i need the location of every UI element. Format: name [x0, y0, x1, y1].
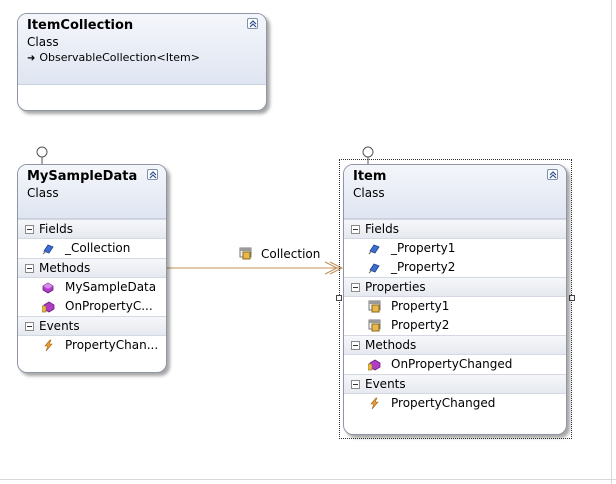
section-methods[interactable]: Methods — [344, 335, 566, 355]
collapse-button[interactable] — [247, 18, 258, 29]
my-sample-data-class-shape[interactable]: MySampleData Class Fields _Collection Me… — [17, 164, 167, 373]
class-header: ItemCollection Class ➜ObservableCollecti… — [18, 14, 266, 85]
section-label: Fields — [39, 222, 73, 236]
minus-icon[interactable] — [351, 283, 360, 292]
section-label: Properties — [365, 280, 426, 294]
item-class-shape[interactable]: Item Class Fields _Property1 _Property2 … — [343, 164, 567, 435]
inheritance-arrow-icon: ➜ — [27, 53, 36, 64]
property-icon — [239, 247, 252, 260]
section-label: Methods — [365, 338, 417, 352]
member-name: MySampleData — [65, 280, 157, 294]
property-member[interactable]: Property2 — [344, 316, 566, 335]
method-icon — [368, 359, 381, 371]
minus-icon[interactable] — [351, 225, 360, 234]
collapse-button[interactable] — [147, 169, 158, 180]
section-label: Events — [39, 319, 80, 333]
chevron-double-up-icon — [149, 171, 157, 179]
section-events[interactable]: Events — [344, 374, 566, 394]
event-icon — [370, 397, 379, 410]
chevron-double-up-icon — [549, 171, 557, 179]
member-name: _Collection — [65, 241, 131, 255]
method-icon — [42, 282, 54, 294]
event-member[interactable]: PropertyChan... — [18, 336, 166, 355]
method-member[interactable]: OnPropertyChanged — [344, 355, 566, 374]
section-label: Fields — [365, 222, 399, 236]
field-icon — [42, 244, 54, 255]
collapse-button[interactable] — [547, 169, 558, 180]
member-name: _Property1 — [391, 241, 456, 255]
frame-border-bottom — [0, 479, 616, 480]
class-stereotype: Class — [27, 186, 59, 200]
section-properties[interactable]: Properties — [344, 277, 566, 297]
chevron-double-up-icon — [249, 20, 257, 28]
minus-icon[interactable] — [351, 341, 360, 350]
section-fields[interactable]: Fields — [18, 219, 166, 239]
association-label[interactable]: Collection — [239, 246, 320, 262]
member-name: PropertyChan... — [65, 338, 159, 352]
member-name: Property1 — [391, 299, 450, 313]
item-collection-class-shape[interactable]: ItemCollection Class ➜ObservableCollecti… — [17, 13, 267, 111]
minus-icon[interactable] — [25, 322, 34, 331]
member-name: PropertyChanged — [391, 396, 496, 410]
base-type-name: ObservableCollection<Item> — [39, 51, 200, 64]
minus-icon[interactable] — [25, 225, 34, 234]
property-member[interactable]: Property1 — [344, 297, 566, 316]
section-methods[interactable]: Methods — [18, 258, 166, 278]
section-events[interactable]: Events — [18, 316, 166, 336]
member-name: OnPropertyC... — [65, 299, 153, 313]
field-member[interactable]: _Collection — [18, 239, 166, 258]
property-icon — [368, 300, 381, 313]
class-title: Item — [353, 169, 387, 184]
section-label: Events — [365, 377, 406, 391]
method-icon — [42, 301, 55, 313]
field-member[interactable]: _Property2 — [344, 258, 566, 277]
member-name: _Property2 — [391, 260, 456, 274]
method-member[interactable]: MySampleData — [18, 278, 166, 297]
class-title: ItemCollection — [27, 18, 134, 33]
field-icon — [368, 263, 380, 274]
event-icon — [44, 339, 53, 352]
minus-icon[interactable] — [351, 380, 360, 389]
method-member[interactable]: OnPropertyC... — [18, 297, 166, 316]
event-member[interactable]: PropertyChanged — [344, 394, 566, 413]
class-stereotype: Class — [353, 186, 385, 200]
class-header: Item Class — [344, 165, 566, 219]
property-icon — [368, 319, 381, 332]
member-name: Property2 — [391, 318, 450, 332]
class-title: MySampleData — [27, 169, 138, 184]
class-header: MySampleData Class — [18, 165, 166, 219]
resize-handle-right[interactable] — [569, 295, 575, 301]
association-name: Collection — [261, 247, 321, 261]
minus-icon[interactable] — [25, 264, 34, 273]
field-member[interactable]: _Property1 — [344, 239, 566, 258]
section-label: Methods — [39, 261, 91, 275]
class-stereotype: Class — [27, 35, 59, 49]
resize-handle-left[interactable] — [336, 295, 342, 301]
field-icon — [368, 244, 380, 255]
section-fields[interactable]: Fields — [344, 219, 566, 239]
frame-border-right — [611, 0, 612, 484]
member-name: OnPropertyChanged — [391, 357, 513, 371]
base-type: ➜ObservableCollection<Item> — [27, 50, 266, 67]
